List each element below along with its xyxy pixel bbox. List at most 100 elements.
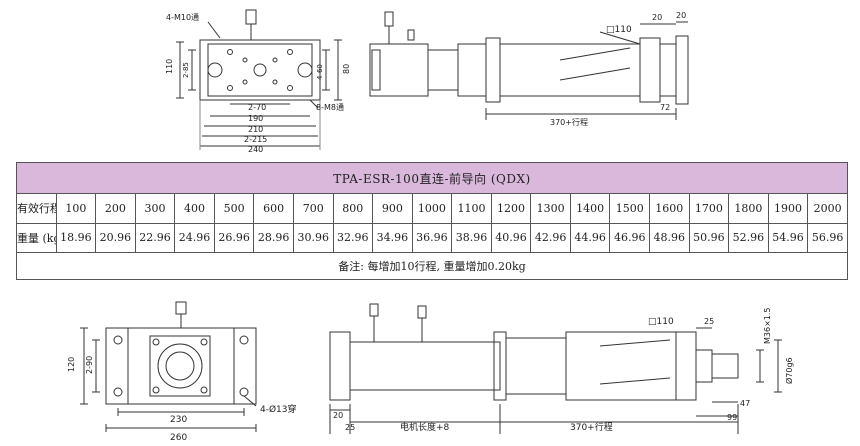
top-drawing: 4-M10通 110 2-85 4-60 80 8-M8通 2-70 190 2… [0, 0, 860, 160]
weight-cell: 50.96 [688, 222, 730, 253]
weight-cell: 32.96 [332, 222, 374, 253]
stroke-cell: 1100 [451, 193, 492, 224]
weight-cell: 38.96 [451, 222, 492, 253]
stroke-cell: 1300 [530, 193, 571, 224]
bottom-side-rear-plate [329, 331, 351, 401]
top-front-connector [245, 9, 257, 25]
top-dim-190: 190 [248, 114, 263, 123]
weight-cell: 28.96 [253, 222, 294, 253]
top-side-front-plate [675, 35, 689, 105]
top-dim-2-215: 2-215 [244, 135, 267, 144]
top-side-adapter [427, 49, 459, 91]
note-row: 备注: 每增加10行程, 重量增加0.20kg [16, 251, 848, 281]
bottom-thread: M36×1.5 [763, 307, 772, 344]
weight-cell: 34.96 [372, 222, 413, 253]
bottom-dim-260: 260 [170, 433, 187, 443]
weight-cell: 22.96 [134, 222, 176, 253]
stroke-cell: 800 [332, 193, 374, 224]
stroke-label: 有效行程 (mm) [16, 193, 57, 224]
top-dim-4-60: 4-60 [316, 64, 324, 80]
bottom-dia-70: Ø70g6 [784, 357, 794, 384]
weight-cell: 26.96 [213, 222, 255, 253]
bottom-drawing-svg: 120 2-90 230 260 4-Ø13穿 □110 25 M36×1.5 … [67, 301, 794, 443]
stroke-cell: 1000 [411, 193, 453, 224]
spec-note: 备注: 每增加10行程, 重量增加0.20kg [16, 251, 848, 281]
top-dim-72: 72 [660, 103, 670, 112]
weight-cell: 48.96 [649, 222, 690, 253]
bottom-dim-230: 230 [170, 415, 187, 425]
stroke-cell: 500 [213, 193, 255, 224]
stroke-cell: 600 [253, 193, 294, 224]
bottom-front-square [149, 335, 211, 397]
bottom-hole-note: 4-Ø13穿 [260, 403, 297, 415]
weight-cell: 54.96 [767, 222, 809, 253]
bottom-dim-47: 47 [740, 399, 750, 408]
weight-row: 重量 (kg) 18.96 20.96 22.96 24.96 26.96 28… [16, 222, 848, 253]
stroke-cell: 700 [292, 193, 334, 224]
top-hole-note-top: 4-M10通 [166, 12, 199, 22]
bottom-dim-25: 25 [345, 423, 355, 432]
bottom-dim-120: 120 [67, 357, 76, 372]
bottom-motor-length: 电机长度+8 [400, 421, 450, 433]
bottom-front-connector [175, 301, 187, 315]
top-square-110: □110 [606, 25, 632, 35]
top-dim-20b: 20 [676, 11, 686, 20]
top-dim-110: 110 [165, 59, 174, 74]
weight-cell: 18.96 [55, 222, 97, 253]
weight-cell: 36.96 [411, 222, 453, 253]
weight-cell: 56.96 [807, 222, 848, 253]
weight-cell: 30.96 [292, 222, 334, 253]
stroke-row: 有效行程 (mm) 100 200 300 400 500 600 700 80… [16, 193, 848, 224]
top-hole-note-bottom: 8-M8通 [316, 102, 344, 112]
stroke-cell: 1800 [728, 193, 769, 224]
weight-cell: 44.96 [569, 222, 611, 253]
top-front-base-plate [199, 39, 321, 101]
top-dim-2-85: 2-85 [182, 62, 190, 78]
bottom-dim-2-90: 2-90 [85, 356, 94, 374]
top-dim-20a: 20 [652, 13, 662, 22]
weight-cell: 24.96 [174, 222, 215, 253]
stroke-cell: 400 [174, 193, 215, 224]
bottom-side-motor-housing [349, 341, 501, 391]
weight-cell: 20.96 [95, 222, 136, 253]
bottom-front-ring-outer [157, 343, 203, 389]
stroke-cell: 1700 [688, 193, 730, 224]
bottom-side-rod [695, 349, 713, 383]
top-front-hole-left [207, 62, 223, 78]
top-dim-240: 240 [248, 145, 263, 154]
top-dim-80: 80 [342, 64, 351, 74]
top-dim-210: 210 [248, 125, 263, 134]
weight-cell: 46.96 [609, 222, 650, 253]
top-side-motor [369, 43, 429, 97]
stroke-cell: 900 [372, 193, 413, 224]
weight-cell: 52.96 [728, 222, 769, 253]
stroke-cell: 1400 [569, 193, 611, 224]
bottom-dim-25-top: 25 [704, 317, 714, 326]
stroke-cell: 1200 [490, 193, 532, 224]
bottom-side-rod-end [711, 353, 739, 379]
stroke-cell: 300 [134, 193, 176, 224]
bottom-dim-99: 99 [727, 413, 737, 422]
bottom-drawing: 120 2-90 230 260 4-Ø13穿 □110 25 M36×1.5 … [0, 284, 860, 446]
bottom-side-body [565, 331, 677, 401]
top-side-end-plate [639, 37, 661, 103]
top-side-flange [485, 37, 501, 103]
bottom-dim-370: 370+行程 [570, 421, 613, 433]
bottom-square-110: □110 [648, 317, 674, 327]
weight-cell: 42.96 [530, 222, 571, 253]
stroke-cell: 1500 [609, 193, 650, 224]
stroke-cell: 2000 [807, 193, 848, 224]
bottom-side-front-plate [675, 331, 697, 401]
weight-cell: 40.96 [490, 222, 532, 253]
spec-table-title: TPA-ESR-100直连-前导向 (QDX) [16, 161, 848, 195]
top-front-center-hole [253, 63, 267, 77]
spec-table: TPA-ESR-100直连-前导向 (QDX) 有效行程 (mm) 100 20… [16, 161, 848, 281]
spec-title-row: TPA-ESR-100直连-前导向 (QDX) [16, 161, 848, 195]
bottom-dim-20: 20 [333, 411, 343, 420]
stroke-cell: 200 [95, 193, 136, 224]
top-dim-2-70: 2-70 [248, 103, 266, 112]
stroke-cell: 100 [55, 193, 97, 224]
stroke-cell: 1900 [767, 193, 809, 224]
weight-label: 重量 (kg) [16, 222, 57, 253]
